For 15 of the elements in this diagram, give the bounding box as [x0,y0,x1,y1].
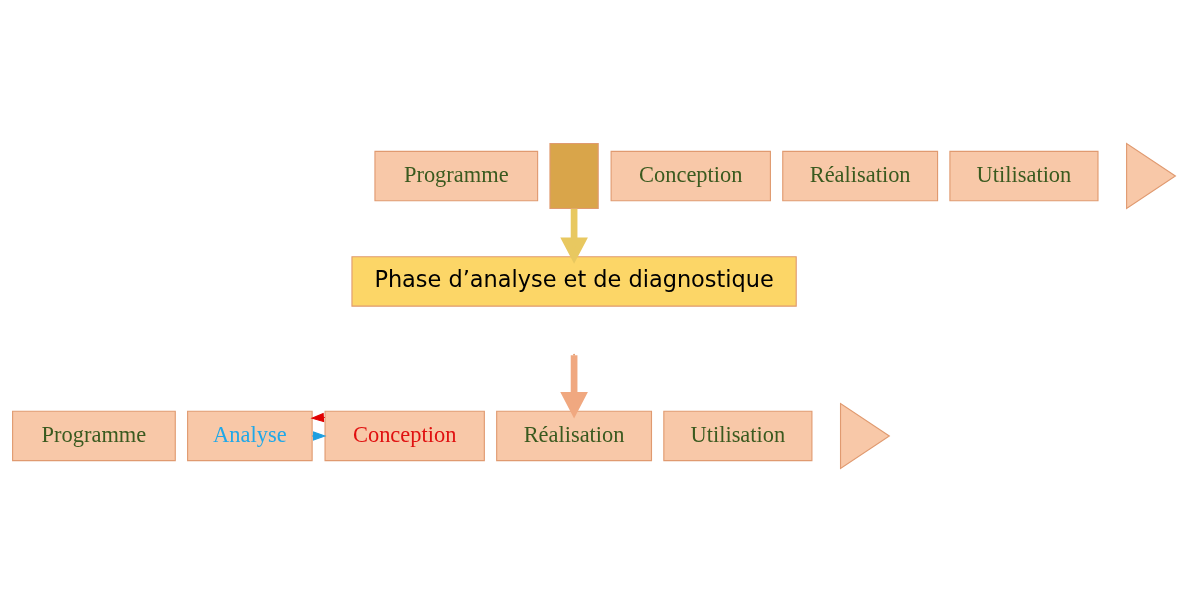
node-box: Programme [374,150,539,201]
node-box: Conception [610,150,771,201]
node-triangle [1126,141,1177,210]
node-box: Utilisation [949,150,1099,201]
arrow [311,430,327,441]
node-box: Programme [12,410,176,461]
node-box: Utilisation [663,410,813,461]
node-box: Réalisation [782,150,939,201]
node-box [549,142,599,209]
arrow [560,354,588,418]
arrow [560,208,588,264]
arrow [310,412,326,422]
node-box: Réalisation [496,410,653,461]
node-box: Phase d’analyse et de diagnostique [351,255,797,307]
node-triangle [839,401,891,470]
